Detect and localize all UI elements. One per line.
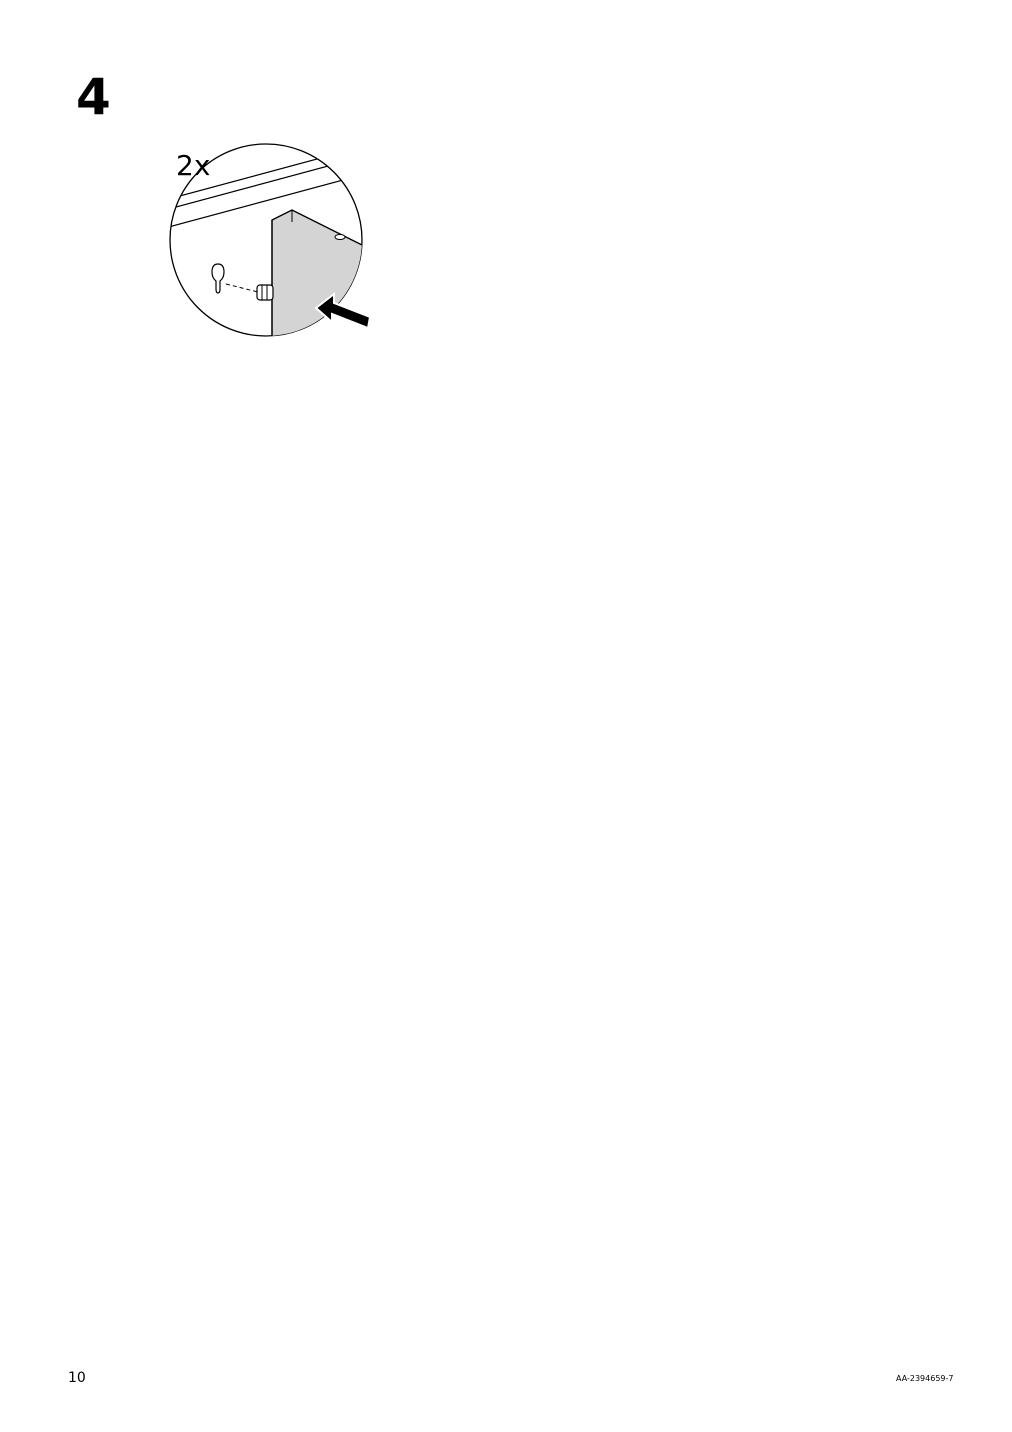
step-number: 4 (76, 68, 111, 126)
document-code: AA-2394659-7 (896, 1374, 954, 1383)
dowel-icon (256, 284, 274, 301)
page-number: 10 (68, 1370, 86, 1386)
push-arrow-icon (314, 291, 372, 330)
keyhole-icon (211, 263, 225, 294)
quantity-label: 2x (176, 149, 211, 182)
insert-dowels-detail (169, 143, 372, 337)
